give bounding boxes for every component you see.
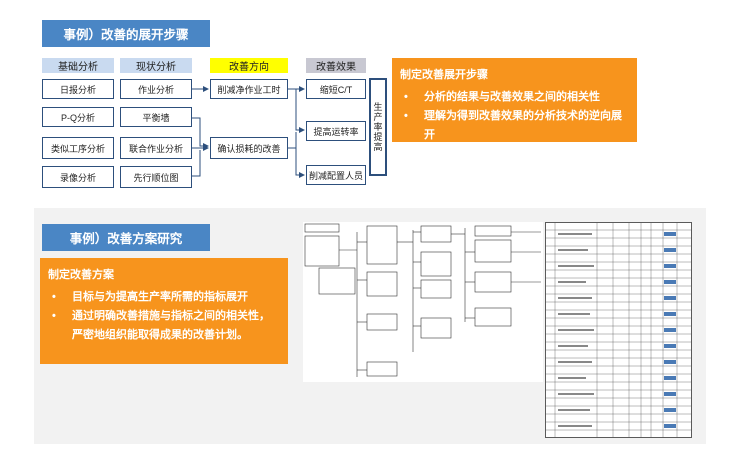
box-precedence-diagram: 先行顺位图 xyxy=(120,166,192,188)
bottom-section-title: 事例）改善方案研究 xyxy=(42,224,210,251)
box-productivity-improvement: 生产率提高 xyxy=(369,78,387,176)
bottom-callout-bullet: 通过明确改善措施与指标之间的相关性，严密地组织能取得成果的改善计划。 xyxy=(48,307,280,345)
top-callout: 制定改善展开步骤 分析的结果与改善效果之间的相关性 理解为得到改善效果的分析技术… xyxy=(392,58,637,142)
box-reduce-net-work-hours: 削减净作业工时 xyxy=(210,79,288,99)
flow-connectors xyxy=(192,86,305,178)
box-loss-improvement: 确认损耗的改善 xyxy=(210,137,288,159)
bottom-callout-bullet: 目标与为提高生产率所需的指标展开 xyxy=(48,288,280,307)
box-video-analysis: 录像分析 xyxy=(42,166,114,188)
header-improvement-direction: 改善方向 xyxy=(210,58,288,73)
box-shorten-ct: 缩短C/T xyxy=(306,79,366,99)
improvement-table-thumbnail xyxy=(545,222,692,438)
bottom-callout-title: 制定改善方案 xyxy=(48,269,114,281)
box-balance-wall: 平衡墙 xyxy=(120,107,192,127)
box-operation-analysis: 作业分析 xyxy=(120,79,192,99)
top-section-title: 事例）改善的展开步骤 xyxy=(42,20,210,47)
box-pq-analysis: P-Q分析 xyxy=(42,107,114,127)
top-callout-title: 制定改善展开步骤 xyxy=(400,69,488,81)
box-similar-process-analysis: 类似工序分析 xyxy=(42,137,114,159)
box-increase-utilization: 提高运转率 xyxy=(306,121,366,141)
improvement-tree-thumbnail xyxy=(303,222,543,382)
box-joint-operation-analysis: 联合作业分析 xyxy=(120,137,192,159)
box-daily-report-analysis: 日报分析 xyxy=(42,79,114,99)
header-improvement-effect: 改善效果 xyxy=(306,58,366,73)
top-callout-bullet: 理解为得到改善效果的分析技术的逆向展开 xyxy=(400,107,629,145)
header-basic-analysis: 基础分析 xyxy=(42,58,114,73)
top-callout-bullet: 分析的结果与改善效果之间的相关性 xyxy=(400,88,629,107)
box-reduce-staff: 削减配置人员 xyxy=(306,165,366,185)
bottom-callout: 制定改善方案 目标与为提高生产率所需的指标展开 通过明确改善措施与指标之间的相关… xyxy=(40,258,288,364)
header-current-analysis: 现状分析 xyxy=(120,58,192,73)
